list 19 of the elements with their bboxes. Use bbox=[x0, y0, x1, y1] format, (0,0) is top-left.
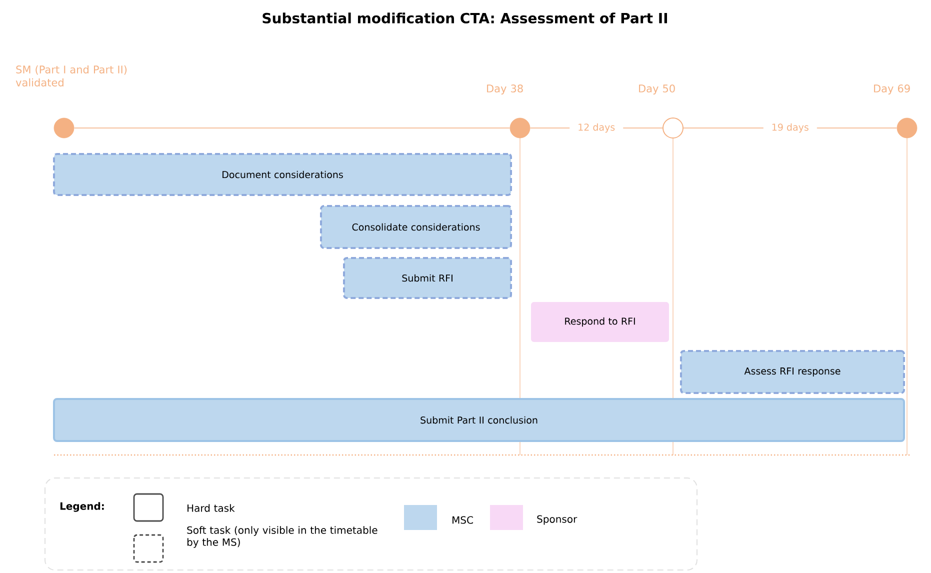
legend-label: MSC bbox=[452, 516, 473, 524]
duration-label: 19 days bbox=[763, 120, 817, 136]
timeline-line bbox=[74, 127, 510, 129]
task-bar: Submit Part II conclusion bbox=[53, 398, 905, 442]
milestone-label: Day 38 bbox=[487, 84, 523, 94]
soft-task-bar: Assess RFI response bbox=[680, 350, 905, 394]
legend-label: Soft task (only visible in the timetable by the MS) bbox=[187, 526, 378, 548]
milestone-label: Day 50 bbox=[639, 84, 675, 94]
title: Substantial modification CTA: Assessment of Part II bbox=[262, 12, 668, 24]
legend-title: Legend: bbox=[60, 502, 104, 512]
legend-label: Sponsor bbox=[537, 515, 578, 525]
task-bar: Respond to RFI bbox=[531, 302, 669, 342]
milestone-label: Day 69 bbox=[874, 84, 910, 94]
milestone-label: SM (Part I and Part II) validated bbox=[16, 65, 127, 86]
soft-task-bar: Document considerations bbox=[53, 153, 512, 196]
legend-label: Hard task bbox=[188, 504, 235, 512]
soft-task-bar: Submit RFI bbox=[343, 257, 512, 299]
soft-task-bar: Consolidate considerations bbox=[320, 205, 512, 249]
duration-label: 12 days bbox=[570, 120, 624, 136]
